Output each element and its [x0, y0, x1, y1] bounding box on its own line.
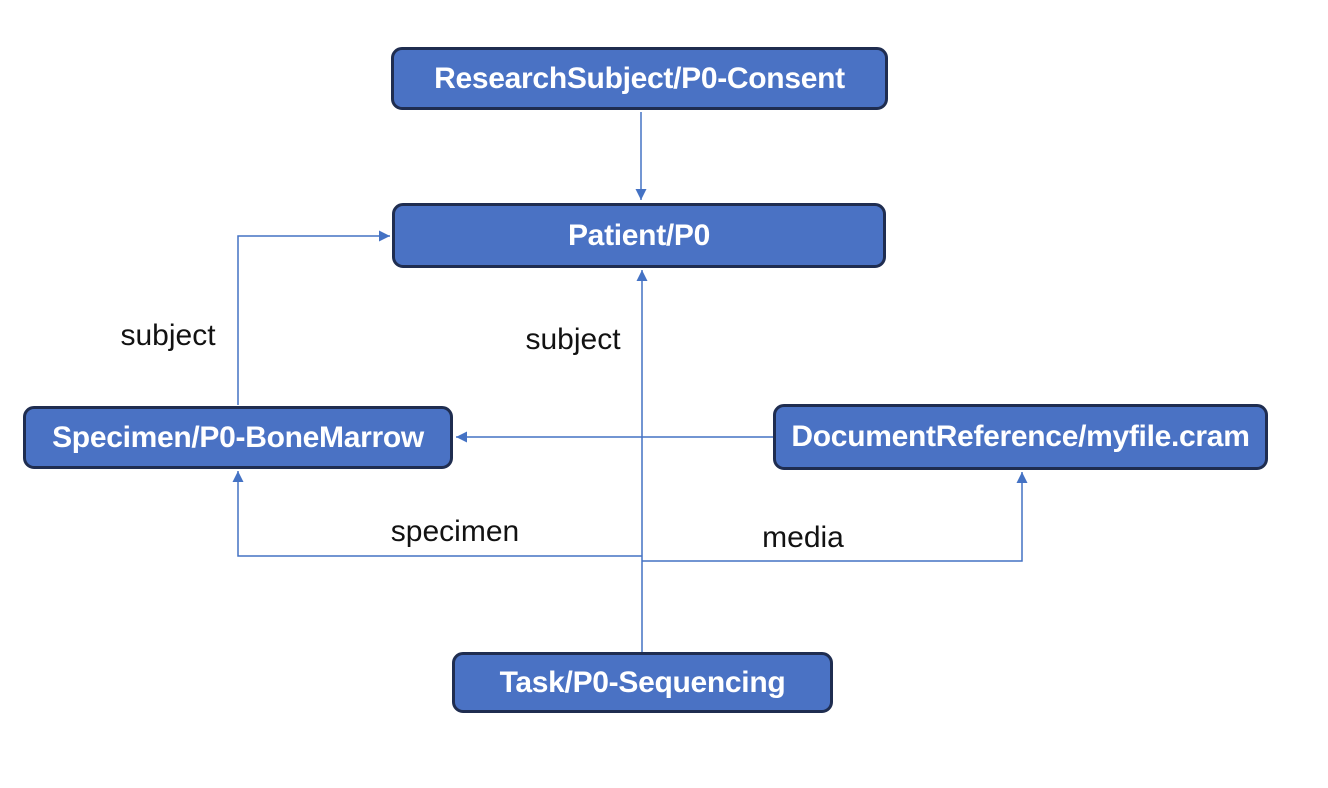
edge-label-media: media [762, 521, 844, 554]
node-research-subject-label: ResearchSubject/P0-Consent [434, 61, 845, 95]
node-specimen-label: Specimen/P0-BoneMarrow [52, 420, 424, 454]
node-document-reference: DocumentReference/myfile.cram [773, 404, 1268, 470]
node-research-subject: ResearchSubject/P0-Consent [391, 47, 888, 110]
arrow-specimen-to-patient [237, 230, 390, 405]
node-task: Task/P0-Sequencing [452, 652, 833, 713]
node-task-label: Task/P0-Sequencing [499, 665, 786, 699]
node-patient-label: Patient/P0 [567, 218, 711, 252]
node-patient: Patient/P0 [392, 203, 886, 268]
edge-label-subject-left: subject [120, 319, 216, 352]
node-specimen: Specimen/P0-BoneMarrow [23, 406, 453, 469]
edge-label-subject-center: subject [525, 323, 621, 356]
node-document-reference-label: DocumentReference/myfile.cram [791, 420, 1250, 453]
edge-label-specimen: specimen [390, 515, 520, 548]
